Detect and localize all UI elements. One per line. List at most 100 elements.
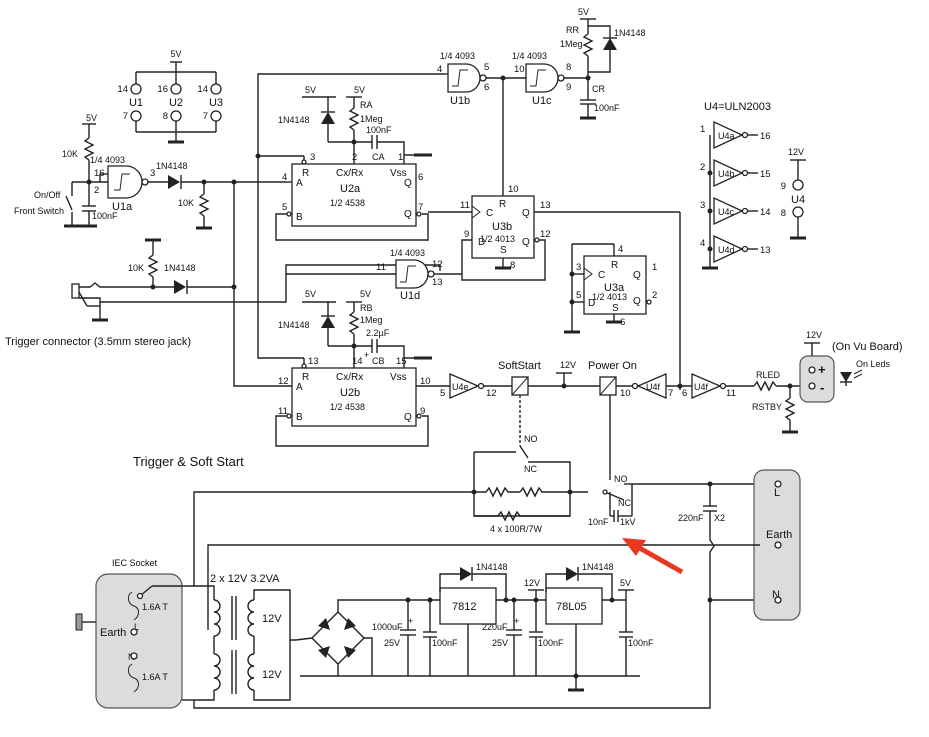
u2-label: U2 xyxy=(169,97,183,109)
svg-text:1.6A T: 1.6A T xyxy=(142,602,168,612)
svg-text:5V: 5V xyxy=(360,289,371,299)
svg-text:14: 14 xyxy=(117,84,128,95)
svg-text:U4d: U4d xyxy=(718,245,735,255)
svg-text:2: 2 xyxy=(94,185,99,196)
svg-text:7: 7 xyxy=(123,111,128,122)
svg-text:CA: CA xyxy=(372,152,385,162)
svg-text:+: + xyxy=(514,616,519,626)
svg-text:U2a: U2a xyxy=(340,183,361,195)
svg-text:1Meg: 1Meg xyxy=(560,39,583,49)
u1c-gate xyxy=(525,63,559,93)
svg-text:U3a: U3a xyxy=(604,282,625,294)
svg-text:16: 16 xyxy=(760,131,771,142)
svg-text:14: 14 xyxy=(760,207,771,218)
svg-text:5V: 5V xyxy=(620,578,631,588)
svg-text:5V: 5V xyxy=(305,289,316,299)
svg-text:4: 4 xyxy=(282,172,287,183)
u2b-section: R Cx/Rx Vss A B Q U2b 1/2 4538 12 11 13 … xyxy=(233,153,450,447)
u3a-section: R C D S Q Q U3a 1/2 4013 4 3 5 1 2 6 xyxy=(564,243,657,334)
svg-text:3: 3 xyxy=(310,152,315,163)
svg-text:1Meg: 1Meg xyxy=(360,114,383,124)
svg-text:10: 10 xyxy=(508,184,519,195)
svg-text:10K: 10K xyxy=(178,198,194,208)
svg-text:Vss: Vss xyxy=(390,168,407,179)
svg-text:11: 11 xyxy=(460,200,470,211)
u2b-ic xyxy=(291,367,417,427)
svg-text:Earth: Earth xyxy=(100,627,126,639)
svg-text:25V: 25V xyxy=(492,638,508,648)
svg-text:15: 15 xyxy=(396,356,407,367)
svg-text:U4f: U4f xyxy=(646,382,661,392)
u3-label: U3 xyxy=(209,97,223,109)
svg-text:R: R xyxy=(302,372,309,383)
svg-text:4: 4 xyxy=(700,238,705,249)
svg-text:S: S xyxy=(500,245,507,256)
svg-text:RLED: RLED xyxy=(756,370,781,380)
iec-label: IEC Socket xyxy=(112,558,158,568)
u1bc-section: 1/4 4093 U1b 4 5 6 1/4 4093 U1c 10 8 9 5… xyxy=(437,7,646,190)
mains-switching-section: NO NC 4 x 100R/7W NO NC 10nF 1kV 220nF X… xyxy=(193,395,801,630)
svg-text:25V: 25V xyxy=(384,638,400,648)
regulator-7812 xyxy=(439,587,497,625)
svg-text:R: R xyxy=(611,260,618,271)
svg-text:1N4148: 1N4148 xyxy=(164,263,196,273)
svg-text:16: 16 xyxy=(157,84,168,95)
svg-text:9: 9 xyxy=(420,406,425,417)
svg-text:13: 13 xyxy=(540,200,551,211)
u3a-ic xyxy=(583,255,647,315)
svg-text:C: C xyxy=(598,270,605,281)
svg-text:5V: 5V xyxy=(86,113,97,123)
svg-text:-: - xyxy=(820,380,824,395)
svg-text:9: 9 xyxy=(566,82,571,93)
u4c-buffer: U4c 3 14 xyxy=(700,196,771,226)
poweron-label: Power On xyxy=(588,360,637,372)
svg-text:5: 5 xyxy=(576,290,581,301)
svg-text:L: L xyxy=(774,487,780,499)
u1a-gate xyxy=(107,165,143,199)
svg-text:NO: NO xyxy=(614,474,628,484)
svg-text:11: 11 xyxy=(376,262,386,273)
svg-text:4 x 100R/7W: 4 x 100R/7W xyxy=(490,524,543,534)
svg-text:1: 1 xyxy=(398,152,403,163)
v5-label: 5V xyxy=(170,49,181,59)
svg-text:13: 13 xyxy=(432,277,443,288)
svg-text:1kV: 1kV xyxy=(620,517,636,527)
svg-text:8: 8 xyxy=(566,62,571,73)
svg-text:12V: 12V xyxy=(262,613,282,625)
u4b-buffer: U4b 2 15 xyxy=(700,158,771,188)
relay-driver-section: U4e 5 12 SoftStart 12V Power On 10 U4f 7… xyxy=(440,330,903,434)
svg-text:U1b: U1b xyxy=(450,95,470,107)
svg-text:Q: Q xyxy=(404,209,412,220)
svg-text:6: 6 xyxy=(418,172,423,183)
svg-text:8: 8 xyxy=(163,111,168,122)
svg-text:U4c: U4c xyxy=(718,207,735,217)
svg-text:C: C xyxy=(486,208,493,219)
svg-text:Cx/Rx: Cx/Rx xyxy=(336,168,363,179)
svg-text:3: 3 xyxy=(576,262,581,273)
u2a-section: R Cx/Rx Vss A B Q Q U2a 1/2 4538 4 5 3 2… xyxy=(257,73,442,241)
svg-text:Q: Q xyxy=(404,412,412,423)
svg-text:U4: U4 xyxy=(791,194,805,206)
svg-text:U3b: U3b xyxy=(492,221,512,233)
svg-text:U1d: U1d xyxy=(400,290,420,302)
svg-text:1N4148: 1N4148 xyxy=(278,115,310,125)
svg-text:NC: NC xyxy=(524,464,537,474)
svg-text:9: 9 xyxy=(781,181,786,192)
svg-text:Vss: Vss xyxy=(390,372,407,383)
svg-text:12V: 12V xyxy=(788,147,804,157)
u4-title: U4=ULN2003 xyxy=(704,101,771,113)
svg-text:10: 10 xyxy=(420,376,431,387)
svg-text:D: D xyxy=(478,237,485,248)
svg-text:U4e: U4e xyxy=(452,382,469,392)
svg-text:NO: NO xyxy=(524,434,538,444)
svg-text:4: 4 xyxy=(618,244,623,255)
u4e-buffer xyxy=(449,373,480,399)
u4-section: U4=ULN2003 U4a 1 16 U4b 2 15 U4c 3 14 xyxy=(700,101,806,270)
svg-text:1N4148: 1N4148 xyxy=(156,161,188,171)
u1b-gate xyxy=(447,63,481,93)
svg-text:10K: 10K xyxy=(128,263,144,273)
svg-text:12: 12 xyxy=(486,388,497,399)
transformer-label: 2 x 12V 3.2VA xyxy=(210,573,280,585)
